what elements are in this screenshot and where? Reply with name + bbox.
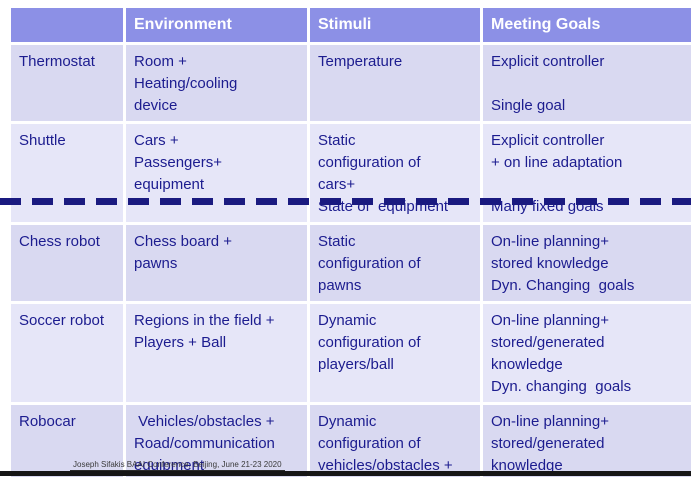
comparison-table: Environment Stimuli Meeting Goals Thermo… (8, 5, 691, 477)
cell-environment: Cars + Passengers+ equipment (123, 121, 310, 225)
table-row-robocar: Robocar Vehicles/obstacles + Road/commun… (8, 402, 691, 477)
cell-goals: Explicit controller + on line adaptation… (480, 121, 691, 225)
table-row-shuttle: Shuttle Cars + Passengers+ equipment Sta… (8, 121, 691, 225)
footer-caption: Joseph Sifakis BAAI Conference, Beijing,… (70, 460, 285, 471)
cell-goals: On-line planning+ stored/generated knowl… (480, 402, 691, 477)
row-label: Soccer robot (8, 301, 126, 405)
row-label: Shuttle (8, 121, 126, 225)
cell-goals: Explicit controller Single goal (480, 42, 691, 124)
cell-environment: Chess board + pawns (123, 222, 310, 304)
dashed-divider-line (0, 198, 691, 205)
bottom-border-bar (0, 471, 691, 476)
header-empty-cell (8, 5, 126, 45)
cell-stimuli: Dynamic configuration of vehicles/obstac… (307, 402, 483, 477)
header-stimuli: Stimuli (307, 5, 483, 45)
table-row-soccer-robot: Soccer robot Regions in the field + Play… (8, 301, 691, 405)
cell-stimuli: Temperature (307, 42, 483, 124)
row-label: Thermostat (8, 42, 126, 124)
cell-stimuli: Static configuration of pawns (307, 222, 483, 304)
cell-environment: Room + Heating/cooling device (123, 42, 310, 124)
row-label: Chess robot (8, 222, 126, 304)
cell-environment: Regions in the field + Players + Ball (123, 301, 310, 405)
cell-environment: Vehicles/obstacles + Road/communication … (123, 402, 310, 477)
cell-goals: On-line planning+ stored/generated knowl… (480, 301, 691, 405)
cell-stimuli: Dynamic configuration of players/ball (307, 301, 483, 405)
cell-stimuli: Static configuration of cars+ State of e… (307, 121, 483, 225)
cell-goals: On-line planning+ stored knowledge Dyn. … (480, 222, 691, 304)
table-row-thermostat: Thermostat Room + Heating/cooling device… (8, 42, 691, 124)
row-label: Robocar (8, 402, 126, 477)
header-environment: Environment (123, 5, 310, 45)
header-meeting-goals: Meeting Goals (480, 5, 691, 45)
header-row: Environment Stimuli Meeting Goals (8, 5, 691, 45)
table-row-chess-robot: Chess robot Chess board + pawns Static c… (8, 222, 691, 304)
